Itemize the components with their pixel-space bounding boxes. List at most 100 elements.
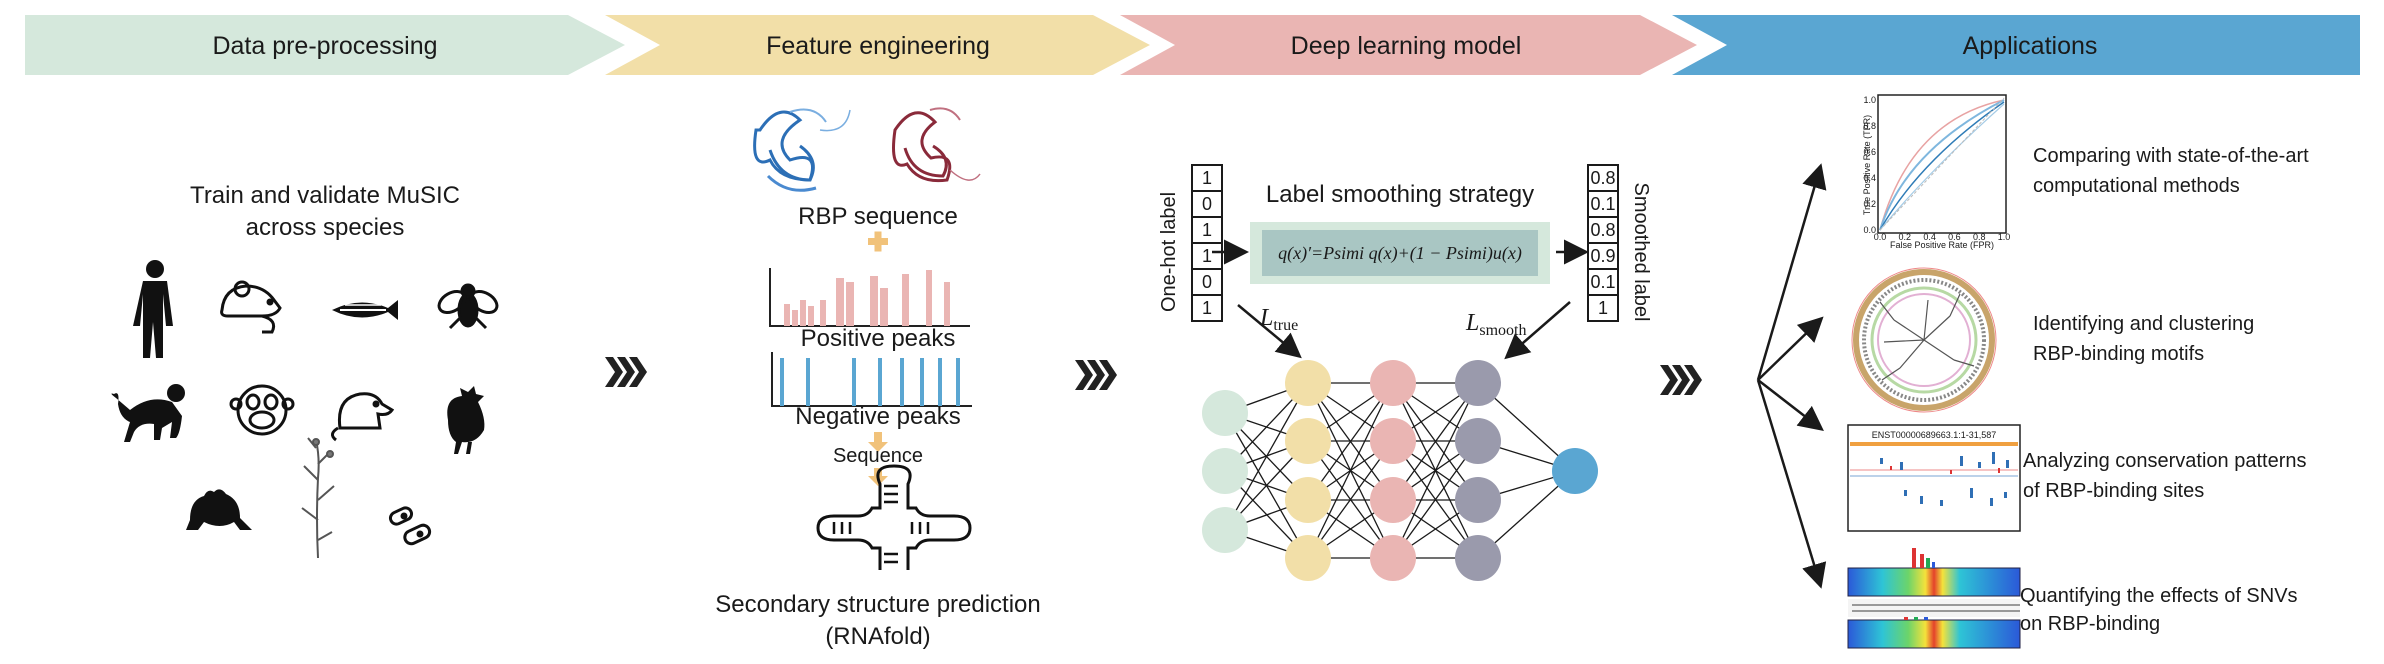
smoothed-label-value: 0.1 (1590, 194, 1615, 214)
roc-y-tick: 0.8 (1863, 121, 1876, 131)
negative-peaks-track (771, 352, 972, 407)
equation-box: q(x)′=Psimi q(x)+(1 − Psimi)u(x) (1250, 222, 1550, 284)
frog-icon (186, 489, 252, 530)
network-node (1285, 535, 1331, 581)
network-node (1455, 360, 1501, 406)
one-hot-label-cell (1191, 216, 1223, 244)
app-item-1-line1: Comparing with state-of-the-art (2033, 145, 2309, 167)
roc-x-tick: 0.6 (1948, 232, 1961, 242)
roc-y-tick: 0.6 (1863, 147, 1876, 157)
smoothing-equation: q(x)′=Psimi q(x)+(1 − Psimi)u(x) (1278, 243, 1522, 264)
network-node (1370, 477, 1416, 523)
genome-track-title: ENST00000689663.1:1-31,587 (1872, 430, 1997, 440)
banner-label: Applications (1963, 32, 2098, 60)
snv-effect-heatmap-thumbnail (1847, 548, 2021, 649)
arrow-icon (1756, 163, 1827, 381)
neural-network-nodes (1202, 360, 1598, 581)
network-node (1370, 360, 1416, 406)
roc-x-tick: 0.8 (1973, 232, 1986, 242)
app-item-3-line2: of RBP-binding sites (2023, 480, 2204, 502)
plant-icon (301, 437, 335, 559)
banner-label: Feature engineering (766, 32, 990, 60)
negative-peaks-label: Negative peaks (795, 403, 960, 430)
network-edge (1392, 440, 1479, 559)
arrow-icon (1756, 379, 1827, 589)
roc-x-tick: 0.0 (1874, 232, 1887, 242)
mouse-icon (220, 280, 282, 334)
network-edge (1307, 382, 1394, 501)
rbp-sequence-label: RBP sequence (798, 203, 958, 230)
smoothed-label-title: Smoothed label (1630, 183, 1652, 322)
sequence-label: Sequence (833, 445, 923, 467)
preprocessing-title-line1: Train and validate MuSIC (190, 182, 460, 209)
banner-deep-learning-model: Deep learning model (1120, 15, 1697, 75)
one-hot-label-cell (1191, 190, 1223, 218)
rbp-protein-structure-blue (753, 108, 851, 192)
network-node (1455, 477, 1501, 523)
loss-true-label: Ltrue (1259, 305, 1298, 334)
network-edge (1307, 382, 1394, 559)
structure-prediction-label-line2: (RNAfold) (825, 623, 930, 650)
primate-face-icon (229, 384, 295, 436)
roc-y-axis-label: True Positive Rate (TPR) (1862, 115, 1872, 215)
network-edge (1224, 382, 1309, 531)
roc-y-tick: 0.4 (1863, 173, 1876, 183)
structure-prediction-label-line1: Secondary structure prediction (715, 591, 1041, 618)
banner-applications: Applications (1672, 15, 2360, 75)
plus-icon (868, 231, 888, 252)
network-node (1202, 448, 1248, 494)
one-hot-label-title: One-hot label (1158, 192, 1180, 312)
fruit-fly-icon (437, 283, 499, 330)
one-hot-label-value: 1 (1202, 168, 1212, 188)
network-node (1370, 535, 1416, 581)
roc-y-tick: 0.0 (1863, 225, 1876, 235)
roc-x-axis-label: False Positive Rate (FPR) (1890, 240, 1994, 250)
one-hot-label-cell (1191, 294, 1223, 322)
network-node (1370, 418, 1416, 464)
app-item-4-line1: Quantifying the effects of SNVs (2020, 585, 2298, 607)
smoothed-label-cell (1587, 268, 1619, 296)
arrow-icon (1504, 301, 1571, 360)
one-hot-label-cell (1191, 164, 1223, 192)
smoothed-label-value: 0.9 (1590, 246, 1615, 266)
network-node (1552, 448, 1598, 494)
network-node (1202, 390, 1248, 436)
banner-label: Data pre-processing (212, 32, 437, 60)
banner-label: Deep learning model (1291, 32, 1522, 60)
rbp-protein-structure-red (892, 107, 981, 183)
arrow-icon (1757, 379, 1824, 432)
chevron-right-icon (1075, 360, 1117, 390)
roc-x-tick: 0.4 (1923, 232, 1936, 242)
positive-peaks-track (769, 268, 970, 327)
app-item-4-line2: on RBP-binding (2020, 613, 2160, 635)
banner-data-preprocessing: Data pre-processing (25, 15, 625, 75)
roc-y-tick: 1.0 (1863, 95, 1876, 105)
network-edge (1392, 382, 1479, 559)
one-hot-label-value: 1 (1202, 298, 1212, 318)
neural-network-edges (1224, 382, 1576, 559)
app-item-2-line2: RBP-binding motifs (2033, 343, 2204, 365)
positive-peaks-label: Positive peaks (801, 325, 956, 352)
human-icon (133, 260, 173, 358)
network-edge (1307, 440, 1394, 559)
arrow-icon (1757, 316, 1824, 381)
rat-icon (331, 392, 395, 442)
smoothed-label-vector: 0.80.10.80.90.11 (1587, 164, 1619, 322)
network-node (1285, 360, 1331, 406)
one-hot-label-value: 0 (1202, 272, 1212, 292)
network-node (1285, 418, 1331, 464)
label-smoothing-title: Label smoothing strategy (1266, 181, 1534, 208)
chicken-icon (447, 386, 485, 454)
roc-curve-thumbnail: False Positive Rate (FPR) True Positive … (1862, 94, 2011, 250)
arrow-down-icon (868, 432, 888, 452)
smoothed-label-value: 0.1 (1590, 272, 1615, 292)
app-item-1-line2: computational methods (2033, 175, 2240, 197)
monkey-icon (111, 384, 185, 442)
loss-smooth-label: Lsmooth (1465, 310, 1526, 339)
one-hot-label-value: 1 (1202, 246, 1212, 266)
motif-cluster-tree-thumbnail (1851, 267, 1997, 413)
roc-x-tick: 1.0 (1998, 232, 2011, 242)
one-hot-label-value: 0 (1202, 194, 1212, 214)
rna-secondary-structure-icon (816, 464, 972, 570)
